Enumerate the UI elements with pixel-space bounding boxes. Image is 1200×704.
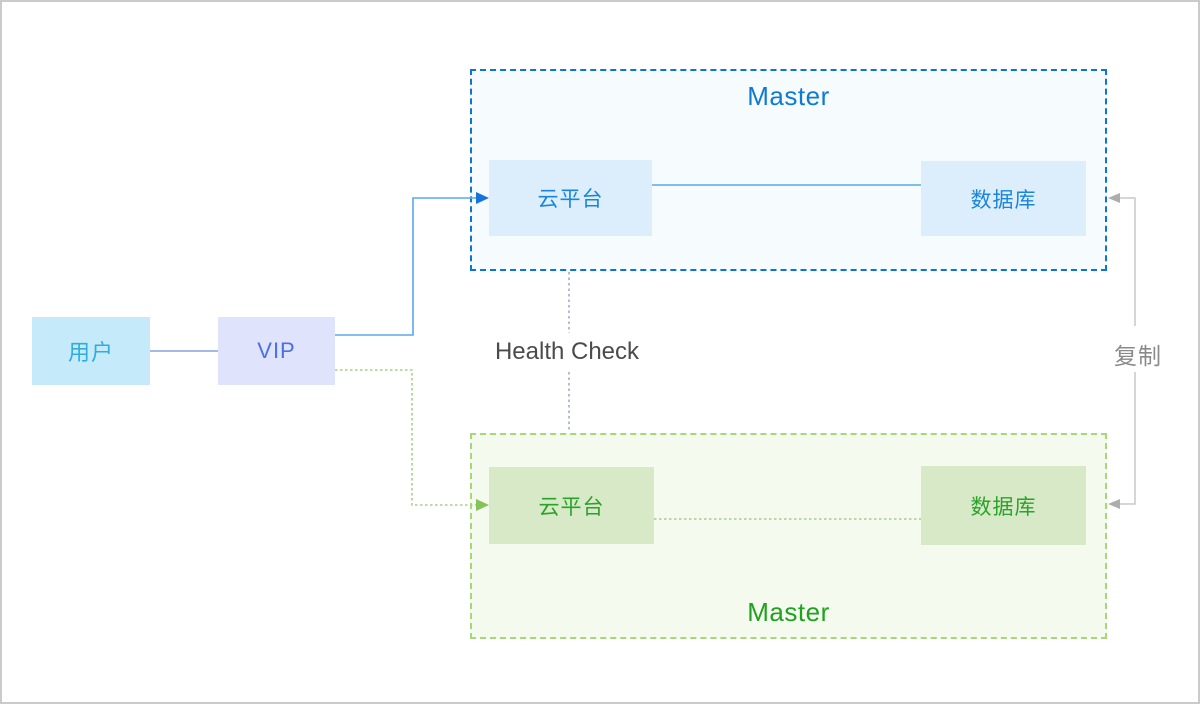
arrowhead-icon-repl-top — [1108, 193, 1120, 203]
node-vip: VIP — [218, 317, 335, 385]
node-vip-label: VIP — [257, 338, 296, 363]
arrowhead-icon-repl-bottom — [1108, 499, 1120, 509]
node-database-top-label: 数据库 — [970, 188, 1037, 212]
node-user: 用户 — [32, 317, 150, 385]
node-cloud-platform-bottom: 云平台 — [489, 467, 654, 544]
group-master-top-title: Master — [747, 81, 830, 111]
connector-vip-cloud-top — [335, 197, 477, 336]
node-cloud-platform-bottom-label: 云平台 — [538, 495, 605, 519]
node-user-label: 用户 — [67, 340, 114, 365]
group-master-bottom-title: Master — [747, 597, 830, 627]
node-database-top: 数据库 — [921, 161, 1086, 236]
node-cloud-platform-top-label: 云平台 — [537, 188, 604, 211]
node-cloud-platform-top: 云平台 — [489, 160, 652, 236]
node-database-bottom: 数据库 — [921, 466, 1086, 545]
connector-vip-cloud-bottom — [335, 369, 476, 506]
replication-label: 复制 — [1114, 343, 1162, 369]
node-database-bottom-label: 数据库 — [970, 495, 1037, 519]
health-check-label: Health Check — [494, 338, 640, 365]
